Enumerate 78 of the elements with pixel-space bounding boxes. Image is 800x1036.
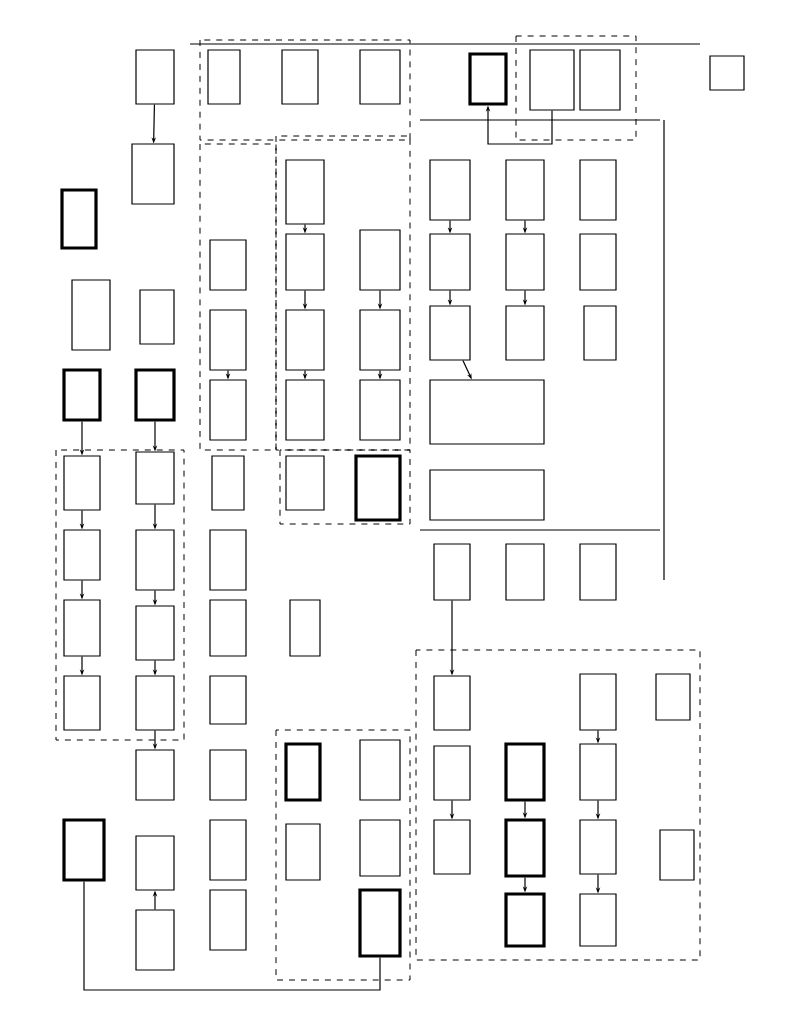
block-box (63, 599, 101, 657)
block-box (63, 675, 101, 731)
block-box (429, 469, 545, 521)
block-box (359, 739, 401, 801)
block-box (359, 229, 401, 291)
block-box (284, 742, 322, 802)
block-box (135, 451, 175, 505)
block-box (433, 745, 471, 801)
block-box (209, 675, 247, 725)
block-box (63, 529, 101, 581)
block-box (131, 143, 175, 205)
block-box (285, 455, 325, 511)
block-box (354, 454, 402, 522)
block-box (209, 599, 247, 657)
block-box (579, 233, 617, 291)
block-box (529, 49, 575, 111)
block-box (60, 188, 98, 250)
block-box (135, 529, 175, 591)
block-box (709, 55, 745, 91)
block-box (505, 233, 545, 291)
block-box (62, 368, 102, 422)
block-box (135, 605, 175, 661)
block-box (468, 52, 508, 106)
block-box (579, 819, 617, 875)
block-box (655, 673, 691, 721)
block-box (433, 675, 471, 731)
block-box (211, 455, 245, 511)
block-box (289, 599, 321, 657)
block-box (579, 159, 617, 221)
block-box (209, 529, 247, 591)
block-box (429, 379, 545, 445)
block-box (281, 49, 319, 105)
block-box (359, 49, 401, 105)
block-box (429, 233, 471, 291)
block-box (504, 742, 546, 802)
block-box (139, 289, 175, 345)
block-box (429, 305, 471, 361)
block-box (135, 749, 175, 801)
block-box (579, 893, 617, 947)
block-box (359, 819, 401, 877)
block-box (209, 889, 247, 951)
block-box (71, 279, 111, 351)
block-box (209, 749, 247, 801)
block-box (285, 823, 321, 881)
block-box (209, 239, 247, 291)
block-box (579, 543, 617, 601)
block-box (209, 819, 247, 881)
block-box (285, 233, 325, 291)
block-box (504, 892, 546, 948)
block-box (579, 673, 617, 731)
block-box (359, 309, 401, 371)
block-box (135, 675, 175, 731)
block-box (359, 379, 401, 441)
block-box (505, 159, 545, 221)
block-box (62, 818, 106, 882)
block-box (207, 49, 241, 105)
block-box (135, 909, 175, 971)
block-box (209, 379, 247, 441)
block-box (285, 379, 325, 441)
block-box (209, 309, 247, 371)
block-box (579, 49, 621, 111)
block-box (505, 543, 545, 601)
block-box (429, 159, 471, 221)
block-box (358, 888, 402, 958)
block-box (659, 829, 695, 881)
block-box (134, 368, 176, 422)
block-box (433, 543, 471, 601)
block-box (285, 309, 325, 371)
block-box (135, 49, 175, 105)
block-box (63, 455, 101, 511)
block-box (505, 305, 545, 361)
block-box (504, 818, 546, 878)
block-box (135, 835, 175, 891)
block-box (433, 819, 471, 875)
connection-line (83, 881, 381, 991)
block-box (583, 305, 617, 361)
block-box (285, 159, 325, 225)
block-box (579, 743, 617, 801)
